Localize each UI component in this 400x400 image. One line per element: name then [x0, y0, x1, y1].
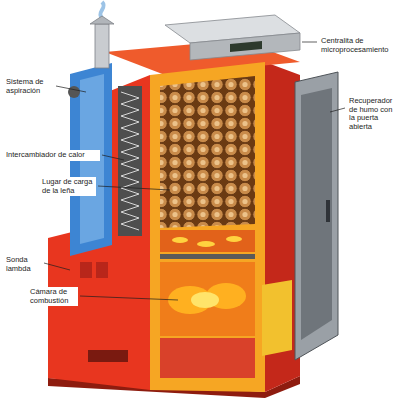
exchanger-coil: [121, 92, 139, 230]
left-face: [48, 75, 150, 390]
vent: [80, 262, 92, 278]
combustion-chamber: [160, 262, 255, 336]
leader-line: [80, 296, 178, 300]
insulation-block: [262, 280, 292, 356]
leader-line: [330, 108, 345, 112]
part-label: Centralita de microprocesamiento: [319, 36, 397, 55]
suction-fan: [68, 86, 80, 98]
door-handle: [326, 200, 330, 222]
insulation-frame: [150, 62, 265, 392]
ember: [197, 241, 215, 247]
part-label: Sonda lambda: [4, 255, 42, 274]
part-label: Lugar de carga de la leña: [40, 177, 96, 196]
flame: [191, 292, 219, 308]
control-panel-front: [190, 33, 300, 60]
part-label: Sistema de aspiración: [4, 77, 54, 96]
ash-drawer: [88, 350, 128, 362]
leader-line: [56, 86, 86, 92]
heat-exchanger: [118, 86, 142, 236]
ember: [172, 237, 188, 243]
leader-line: [102, 155, 124, 160]
part-label: Intercambiador de calor: [4, 150, 100, 161]
control-display: [230, 41, 262, 52]
chimney-pipe: [95, 24, 109, 68]
chimney-cap: [90, 16, 114, 24]
part-label: Cámara de combustión: [28, 287, 78, 306]
ash-area: [160, 338, 255, 378]
leader-line: [98, 186, 170, 190]
open-door: [295, 72, 338, 360]
door-panel: [301, 88, 332, 340]
leader-line: [44, 263, 70, 270]
grate: [160, 254, 255, 259]
ember: [226, 236, 242, 242]
wood-logs: [160, 76, 255, 228]
ember-bed: [160, 230, 255, 252]
vent: [96, 262, 108, 278]
part-label: Recuperador de humo con la puerta abiert…: [347, 96, 397, 133]
leader-line: [302, 42, 317, 43]
